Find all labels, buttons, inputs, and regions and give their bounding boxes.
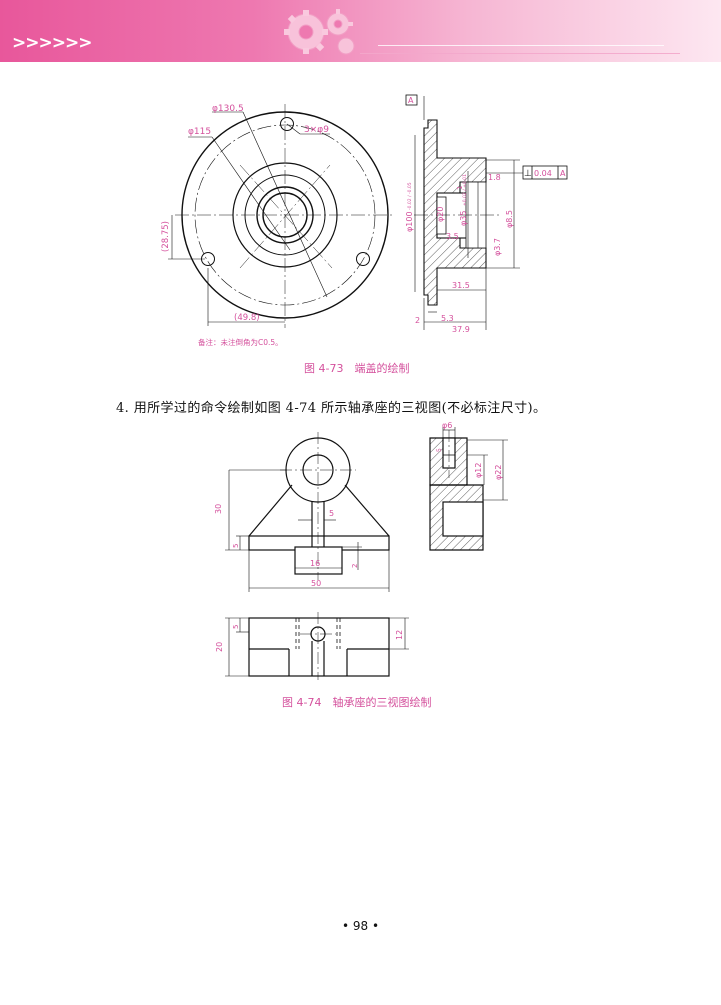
figure-4-73-drawing: φ130.5 φ115 3×φ9 (28.75) (49.8) A ⊥ 0.04… — [161, 94, 568, 347]
dim-h2875: (28.75) — [161, 221, 171, 252]
dim-holes: 3×φ9 — [304, 125, 329, 135]
header-rule — [378, 45, 664, 46]
dim-len18: 1.8 — [488, 173, 501, 182]
dim-len379: 37.9 — [452, 325, 470, 334]
gdt-reference: A — [560, 169, 566, 178]
dim-d115: φ115 — [188, 127, 211, 137]
dim-d20: φ20 — [436, 207, 445, 222]
gdt-tolerance: 0.04 — [534, 169, 552, 178]
gdt-perpendicular-icon: ⊥ — [524, 169, 532, 179]
dim-len315: 31.5 — [452, 281, 470, 290]
exercise-text: 4. 用所学过的命令绘制如图 4-74 所示轴承座的三视图(不必标注尺寸)。 — [116, 401, 547, 416]
dim-t5: 5 — [232, 625, 240, 629]
dim-d100-tol: -0.02 / -0.05 — [407, 182, 413, 210]
dim-side5: 5 — [436, 448, 443, 452]
dim-t20: 20 — [215, 642, 224, 652]
figure-4-74-drawing: 30 5 5 2 16 50 φ6 φ12 φ22 5 — [214, 421, 508, 680]
gear-icon — [284, 9, 355, 55]
dim-d100: φ100 — [405, 211, 414, 232]
dim-d12: φ12 — [474, 463, 483, 478]
header-rule — [360, 53, 680, 54]
figure-note: 备注：未注倒角为C0.5。 — [198, 337, 283, 347]
dim-v30: 30 — [214, 504, 223, 514]
page-number: • 98 • — [341, 919, 380, 933]
dim-len2: 2 — [415, 316, 420, 325]
dim-h5: 5 — [329, 509, 334, 518]
dim-d35: φ35 — [459, 211, 468, 226]
dim-d130: φ130.5 — [212, 104, 244, 114]
dim-t12: 12 — [395, 630, 404, 640]
dim-w50: 50 — [311, 579, 321, 588]
dim-len35: 3.5 — [446, 232, 459, 241]
dim-d35-tol: +0.02 / +0.01 — [462, 174, 468, 206]
page-header-band: >>>>>> — [0, 0, 721, 62]
datum-label: A — [408, 96, 414, 105]
dim-len1: 1 — [456, 186, 464, 190]
dim-w16: 16 — [310, 559, 320, 568]
dim-d85: φ8.5 — [505, 210, 514, 228]
chevron-decoration: >>>>>> — [12, 33, 92, 53]
dim-v2: 2 — [351, 564, 359, 568]
figure-caption-4-74: 图 4-74 轴承座的三视图绘制 — [282, 696, 432, 709]
figure-caption-4-73: 图 4-73 端盖的绘制 — [304, 362, 410, 375]
dim-d37: φ3.7 — [493, 238, 502, 256]
dim-w498: (49.8) — [234, 313, 260, 323]
dim-v5: 5 — [232, 544, 240, 548]
dim-len53: 5.3 — [441, 314, 454, 323]
dim-d6: φ6 — [442, 421, 452, 430]
dim-d22: φ22 — [494, 465, 503, 480]
